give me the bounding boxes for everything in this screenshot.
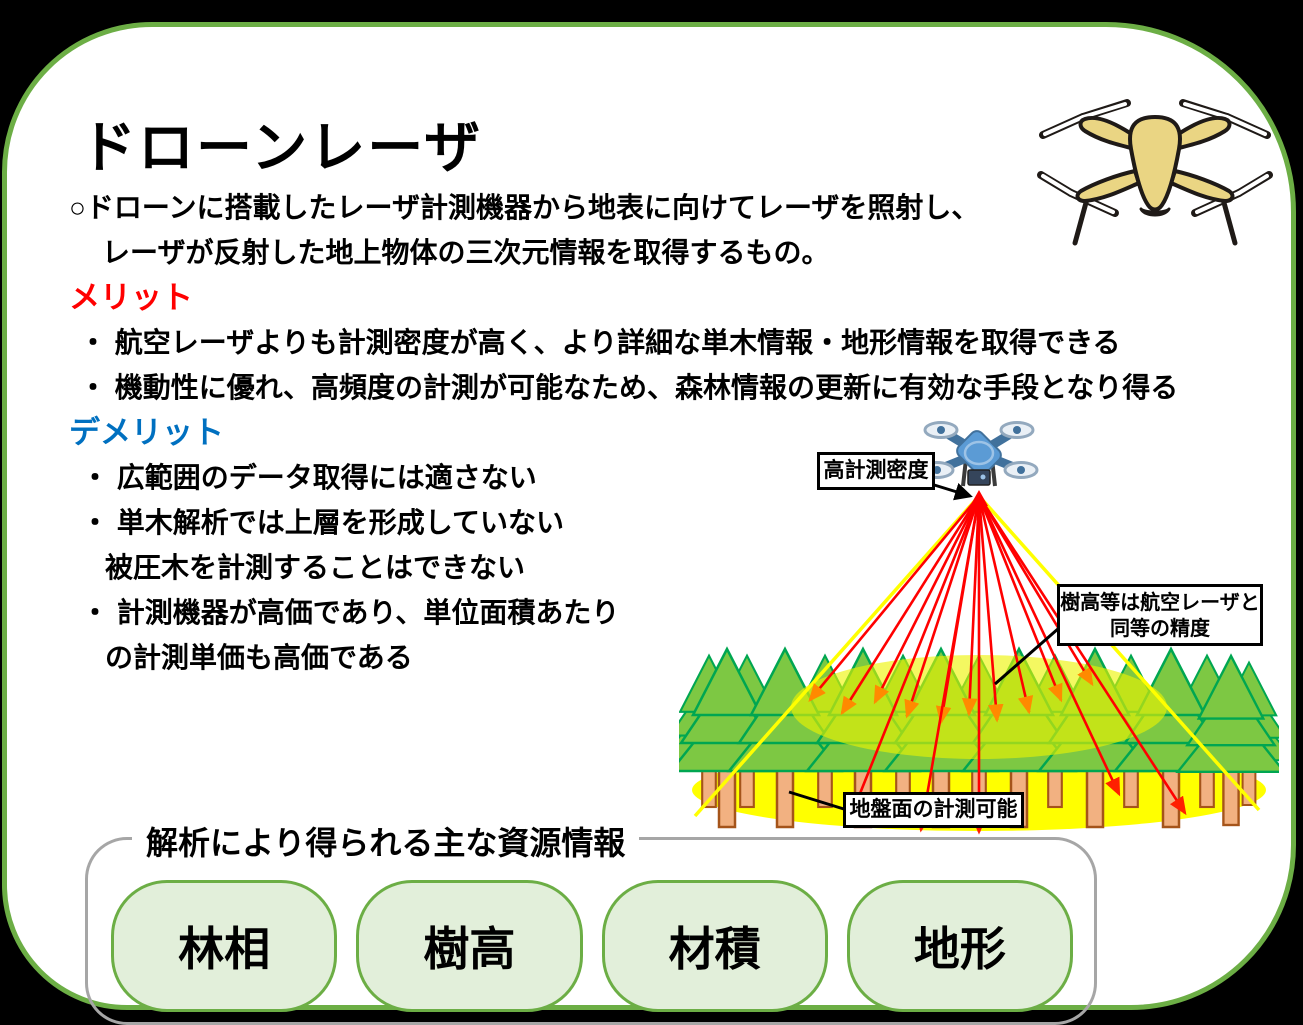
laser-rays	[808, 495, 1187, 835]
density-label: 高計測密度	[817, 452, 935, 490]
accuracy-label: 樹高等は航空レーザと 同等の精度	[1057, 584, 1263, 646]
laser-measurement-diagram: 高計測密度 樹高等は航空レーザと 同等の精度 地盤面の計測可能	[679, 412, 1279, 840]
accuracy-label-line: 同等の精度	[1110, 618, 1210, 640]
demerit-item: ・ 広範囲のデータ取得には適さない	[81, 462, 537, 493]
resource-pill-zaiseki: 材積	[601, 880, 828, 1012]
demerit-item: ・ 単木解析では上層を形成していない	[81, 507, 564, 538]
label-pointers	[788, 482, 1060, 812]
resource-pill-row: 林相 樹高 材積 地形	[111, 880, 1073, 1012]
demerit-item: ・ 計測機器が高価であり、単位面積あたり	[81, 597, 620, 628]
merits-heading: メリット	[69, 280, 193, 315]
body-text: ○ドローンに搭載したレーザ計測機器から地表に向けてレーザを照射し、 レーザが反射…	[69, 185, 1178, 680]
description-line: ○ドローンに搭載したレーザ計測機器から地表に向けてレーザを照射し、	[69, 192, 980, 223]
resources-title: 解析により得られる主な資源情報	[132, 818, 640, 864]
ground-label: 地盤面の計測可能	[843, 792, 1024, 828]
merit-item: ・ 航空レーザよりも計測密度が高く、より詳細な単木情報・地形情報を取得できる	[79, 327, 1121, 358]
demerit-item-continuation: 被圧木を計測することはできない	[105, 552, 526, 583]
demerit-item-continuation: の計測単価も高価である	[105, 642, 413, 673]
cone-outline	[693, 494, 1261, 818]
merit-item: ・ 機動性に優れ、高頻度の計測が可能なため、森林情報の更新に有効な手段となり得る	[79, 372, 1179, 403]
description-line: レーザが反射した地上物体の三次元情報を取得するもの。	[102, 237, 830, 268]
laser-apex	[970, 490, 988, 506]
resources-groupbox: 解析により得られる主な資源情報 林相 樹高 材積 地形	[85, 818, 1097, 1025]
accuracy-label-line: 樹高等は航空レーザと	[1060, 592, 1260, 614]
demerits-heading: デメリット	[69, 415, 224, 450]
quadcopter-icon	[919, 421, 1039, 487]
drone-illustration-icon	[1035, 83, 1275, 267]
resource-pill-chikei: 地形	[846, 880, 1073, 1012]
page-title: ドローンレーザ	[80, 116, 483, 179]
resource-pill-rinso: 林相	[111, 880, 338, 1012]
resource-pill-jukou: 樹高	[356, 880, 583, 1012]
slide-page: ドローンレーザ	[2, 22, 1296, 1025]
